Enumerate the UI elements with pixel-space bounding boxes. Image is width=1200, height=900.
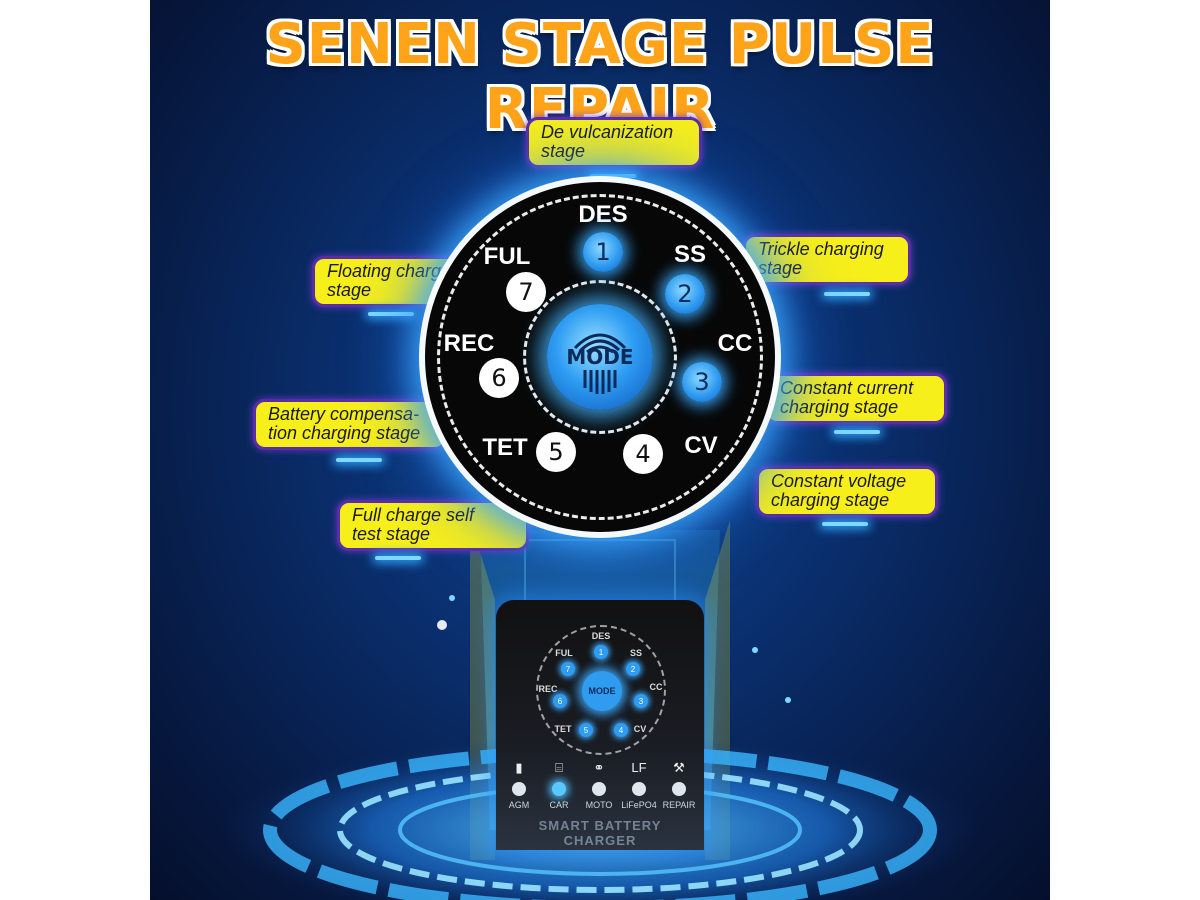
lf-icon: LF [631,760,647,775]
callout-battery-compensation: Battery compensa- tion charging stage [253,399,447,450]
page-title: SENEN STAGE PULSE REPAIR [265,12,935,142]
mini-stage-label: CV [633,724,647,734]
mode-led [672,782,686,796]
callout-line: tion charging stage [268,423,421,443]
mode-led [592,782,606,796]
stage-indicator-4: 4 [623,434,663,474]
mode-label: CAR [549,800,569,810]
callout-trickle: Trickle charging stage [743,234,911,285]
mini-stage-indicator: 6 [553,694,567,708]
car-icon: ⌸ [555,760,563,775]
mini-stage-label: FUL [555,648,573,658]
mini-stage-indicator: 7 [561,662,575,676]
mode-label: MODE [566,345,634,369]
stage-label-des: DES [578,201,628,228]
mini-stage-indicator: 4 [614,723,628,737]
stage-indicator-1: 1 [583,232,623,272]
stage-indicator-2: 2 [665,274,705,314]
mode-label: AGM [508,800,530,810]
stage-label-tet: TET [482,434,528,461]
mode-label: REPAIR [662,800,696,810]
mode-moto-button[interactable]: ⚭ MOTO [580,760,618,810]
callout-devulcanization: De vulcanization stage [526,117,702,168]
mini-stage-label: CC [649,682,663,692]
battery-icon: ▮ [515,760,523,775]
glow-marker [822,522,868,526]
glow-marker [590,174,636,178]
callout-line: charging stage [771,490,890,510]
mini-stage-indicator: 3 [634,694,648,708]
mini-stage-indicator: 5 [579,723,593,737]
mini-stage-label: DES [591,631,611,641]
glow-marker [368,312,414,316]
callout-line: Constant current [780,378,914,398]
poster: SENEN STAGE PULSE REPAIR De vulcanizatio… [150,0,1050,900]
callout-line: Battery compensa- [268,404,420,424]
mode-led [632,782,646,796]
callout-constant-voltage: Constant voltage charging stage [756,466,938,517]
mode-lifepo4-button[interactable]: LF LiFePO4 [620,760,658,810]
mode-led [512,782,526,796]
callout-line: stage [327,280,372,300]
callout-line: charging stage [780,397,899,417]
stage-label-rec: REC [443,330,495,357]
mini-stage-label: SS [629,648,643,658]
glow-marker [375,556,421,560]
stage-indicator-3: 3 [682,362,722,402]
stage-label-ful: FUL [483,243,531,270]
fingerprint-icon [573,333,627,394]
callout-line: Floating charge [327,261,452,281]
glow-marker [336,458,382,462]
mini-stage-indicator: 1 [594,645,608,659]
stage-indicator-6: 6 [479,358,519,398]
stage-label-cc: CC [717,330,753,357]
mode-label: MOTO [585,800,613,810]
motorcycle-icon: ⚭ [593,760,605,775]
callout-constant-current: Constant current charging stage [765,373,947,424]
callout-full-charge: Full charge self test stage [337,500,529,551]
inner-dashed-ring [523,280,677,434]
glow-marker [824,292,870,296]
wrench-icon: ⚒ [673,760,685,775]
mode-button[interactable]: MODE [547,304,653,410]
glow-marker [834,430,880,434]
stage-indicator-5: 5 [536,432,576,472]
mode-led [552,782,566,796]
callout-line: Full charge self [352,505,475,525]
stage-label-ss: SS [673,241,707,268]
mode-label: LiFePO4 [621,800,657,810]
mini-stage-label: REC [538,684,558,694]
callout-line: stage [541,141,586,161]
brand-text: SMART BATTERY CHARGER [538,818,662,848]
mode-car-button[interactable]: ⌸ CAR [540,760,578,810]
mode-repair-button[interactable]: ⚒ REPAIR [660,760,698,810]
mini-stage-label: TET [554,724,572,734]
mini-mode-button[interactable]: MODE [582,671,622,711]
callout-line: De vulcanization [541,122,674,142]
callout-line: test stage [352,524,431,544]
callout-line: stage [758,258,803,278]
callout-line: Constant voltage [771,471,907,491]
callout-line: Trickle charging [758,239,884,259]
outer-dashed-ring [437,194,763,520]
stage-indicator-7: 7 [506,272,546,312]
mini-stage-indicator: 2 [626,662,640,676]
stage-label-cv: CV [684,432,718,459]
mode-agm-button[interactable]: ▮ AGM [500,760,538,810]
